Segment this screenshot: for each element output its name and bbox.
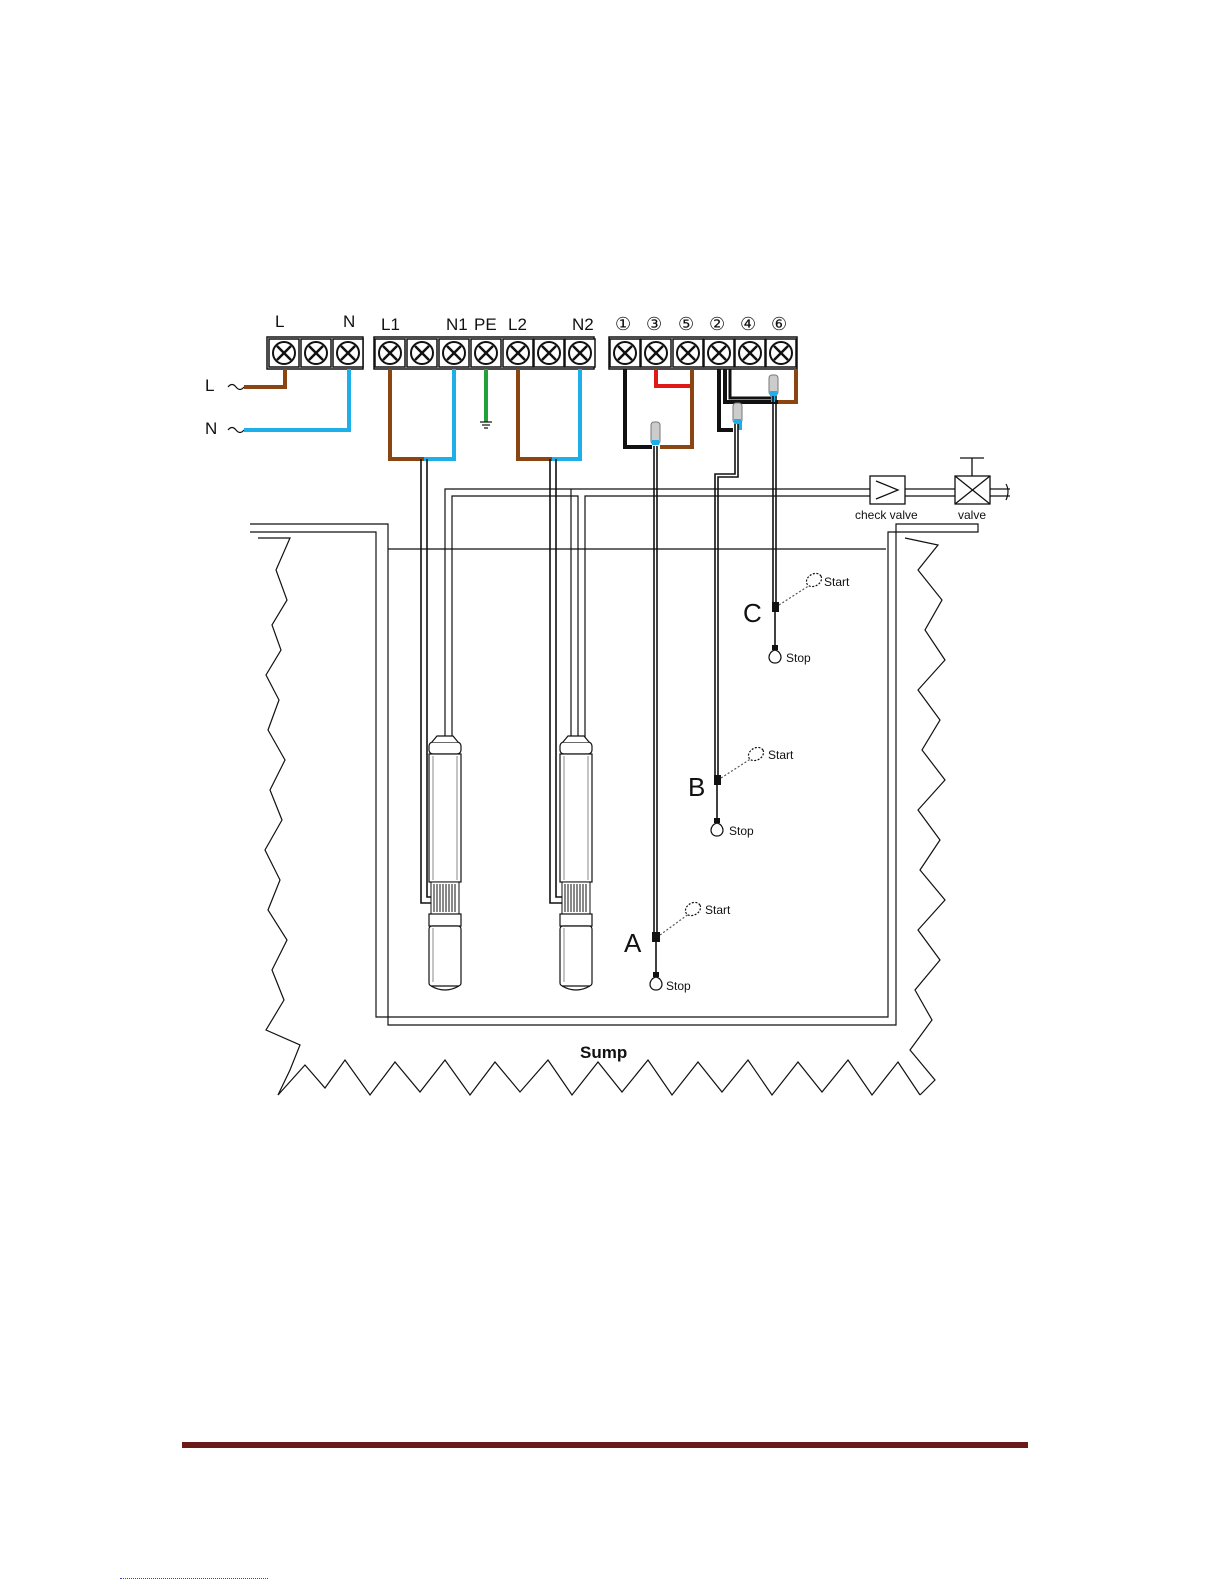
float-cables xyxy=(654,396,776,972)
footer-rule xyxy=(182,1442,1028,1448)
terminal-label-2: ② xyxy=(709,314,725,335)
terminal-label-1: ① xyxy=(615,314,631,335)
supply-label-n: N xyxy=(205,419,217,438)
control-terminal-block xyxy=(609,337,797,369)
supply-label-l: L xyxy=(205,376,214,395)
float-c-label: C xyxy=(743,598,762,628)
float-a-label: A xyxy=(624,928,642,958)
float-b-start-label: Start xyxy=(768,748,794,762)
valve xyxy=(955,458,990,504)
pump-2 xyxy=(560,736,592,990)
float-b-stop-label: Stop xyxy=(729,824,754,838)
sump-label: Sump xyxy=(580,1043,627,1062)
terminal-label-4: ④ xyxy=(740,314,756,335)
float-a-start-label: Start xyxy=(705,903,731,917)
terminal-label-n2: N2 xyxy=(572,315,594,334)
float-c-stop-label: Stop xyxy=(786,651,811,665)
float-a-stop-label: Stop xyxy=(666,979,691,993)
check-valve xyxy=(870,476,905,504)
float-switch-b xyxy=(711,745,766,836)
float-switch-c xyxy=(769,571,824,663)
check-valve-label: check valve xyxy=(855,508,918,522)
earth-symbol xyxy=(480,422,492,428)
mains-terminal-block xyxy=(267,337,363,369)
pump-1 xyxy=(429,736,461,990)
sump-ground xyxy=(250,524,978,1095)
terminal-label-pe: PE xyxy=(474,315,497,334)
footer-dotted-line xyxy=(120,1578,268,1579)
terminal-label-6: ⑥ xyxy=(771,314,787,335)
pump-terminal-block xyxy=(374,337,595,369)
discharge-pipe xyxy=(445,484,1010,740)
terminal-label-5: ⑤ xyxy=(678,314,694,335)
supply-wires xyxy=(228,369,349,433)
float-b-label: B xyxy=(688,772,705,802)
float-switch-a xyxy=(650,900,703,990)
mains-terminal-label-n: N xyxy=(343,312,355,331)
valve-label: valve xyxy=(958,508,986,522)
pump-power-wires xyxy=(390,369,580,459)
terminal-label-l1: L1 xyxy=(381,315,400,334)
terminal-label-n1: N1 xyxy=(446,315,468,334)
terminal-label-l2: L2 xyxy=(508,315,527,334)
terminal-label-3: ③ xyxy=(646,314,662,335)
float-c-start-label: Start xyxy=(824,575,850,589)
mains-terminal-label-l: L xyxy=(275,312,284,331)
